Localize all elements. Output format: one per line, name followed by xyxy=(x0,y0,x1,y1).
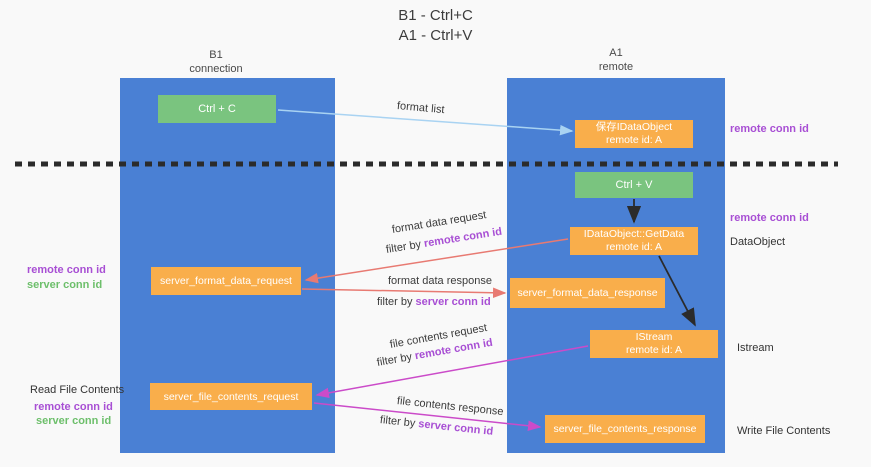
node-ctrl-c-label: Ctrl + C xyxy=(198,103,236,115)
label-dataobject: DataObject xyxy=(730,236,786,248)
label-read-file-contents: Read File Contents xyxy=(30,384,125,396)
filter-keyword-remote-conn-id: remote conn id xyxy=(423,225,503,250)
node-istream-line2: remote id: A xyxy=(625,344,683,356)
label-server-conn-id-bottom-left: server conn id xyxy=(36,415,112,427)
label-remote-conn-id-bottom-left: remote conn id xyxy=(34,401,113,413)
label-filter-file-response: filter by server conn id xyxy=(379,414,493,438)
node-server-file-contents-response: server_file_contents_response xyxy=(545,415,705,443)
lane-a1-role: remote xyxy=(598,61,634,73)
node-server-format-data-request: server_format_data_request xyxy=(151,267,301,295)
label-remote-conn-id-top-right: remote conn id xyxy=(730,123,809,135)
filter-prefix: filter by xyxy=(385,238,425,256)
label-istream: Istream xyxy=(737,342,774,354)
filter-prefix: filter by xyxy=(375,350,416,369)
label-remote-conn-id-mid-right: remote conn id xyxy=(730,212,809,224)
node-server-file-contents-request: server_file_contents_request xyxy=(150,383,312,410)
node-save-idataobject: 保存IDataObject remote id: A xyxy=(575,120,693,148)
label-write-file-contents: Write File Contents xyxy=(737,425,831,437)
node-save-idataobject-line2: remote id: A xyxy=(605,134,663,146)
filter-prefix: filter by xyxy=(379,414,419,430)
node-ctrl-v: Ctrl + V xyxy=(575,172,693,198)
lane-header-a1: A1 remote xyxy=(546,46,686,74)
node-idataobject-getdata: IDataObject::GetData remote id: A xyxy=(570,227,698,255)
lane-b1-name: B1 xyxy=(209,49,223,61)
filter-keyword-server-conn-id: server conn id xyxy=(415,296,491,308)
diagram-title: B1 - Ctrl+C A1 - Ctrl+V xyxy=(0,6,871,46)
lane-b1-role: connection xyxy=(189,63,243,75)
node-server-format-data-response: server_format_data_response xyxy=(510,278,665,308)
lane-a1-name: A1 xyxy=(609,47,623,59)
label-format-data-response: format data response xyxy=(388,275,492,287)
label-format-list: format list xyxy=(396,100,446,117)
node-ctrl-c: Ctrl + C xyxy=(158,95,276,123)
filter-keyword-server-conn-id: server conn id xyxy=(417,418,494,438)
label-remote-conn-id-top-left: remote conn id xyxy=(27,264,106,276)
node-file-response-label: server_file_contents_response xyxy=(553,423,697,435)
label-file-contents-response: file contents response xyxy=(396,395,505,419)
node-getdata-line1: IDataObject::GetData xyxy=(583,228,685,240)
node-format-request-label: server_format_data_request xyxy=(160,275,292,287)
node-ctrl-v-label: Ctrl + V xyxy=(615,179,653,191)
node-save-idataobject-line1: 保存IDataObject xyxy=(595,121,673,133)
lane-header-b1: B1 connection xyxy=(146,48,286,76)
node-file-request-label: server_file_contents_request xyxy=(163,390,299,403)
label-filter-format-response: filter by server conn id xyxy=(377,296,491,308)
node-format-response-label: server_format_data_response xyxy=(517,287,658,299)
label-server-conn-id-top-left: server conn id xyxy=(27,279,103,291)
title-line-1: B1 - Ctrl+C xyxy=(398,7,473,24)
title-line-2: A1 - Ctrl+V xyxy=(398,27,473,44)
node-istream-line1: IStream xyxy=(635,331,673,343)
node-getdata-line2: remote id: A xyxy=(605,241,663,253)
filter-prefix: filter by xyxy=(377,296,416,308)
node-istream: IStream remote id: A xyxy=(590,330,718,358)
